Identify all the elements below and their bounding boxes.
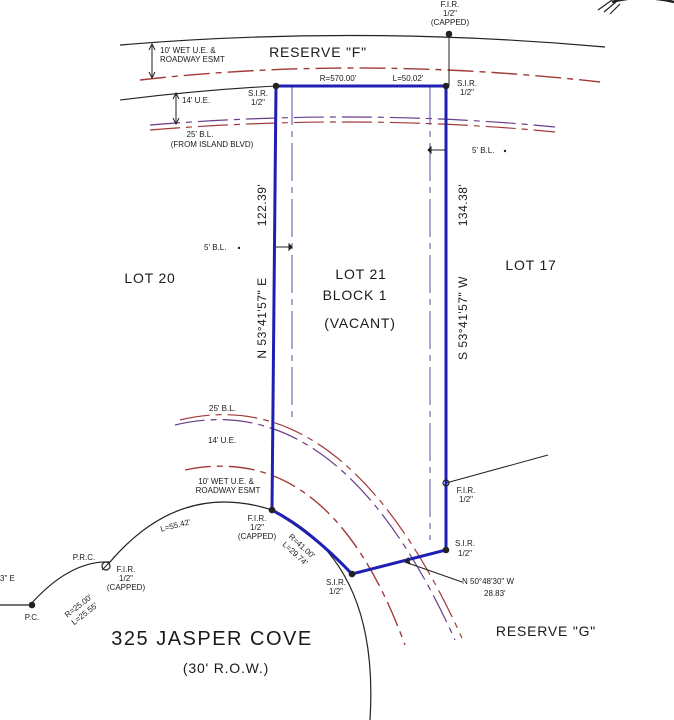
bottom-wet-ue-label: 10' WET U.E. & ROADWAY ESMT <box>196 477 261 495</box>
bottom-bl-curve-2 <box>179 414 463 639</box>
svg-text:(CAPPED): (CAPPED) <box>107 583 146 592</box>
svg-text:N 50°48'30" W: N 50°48'30" W <box>462 577 514 586</box>
bottom-ue-label: 14' U.E. <box>208 436 236 445</box>
svg-text:1/2": 1/2" <box>460 88 474 97</box>
sir-bottom-right-label: S.I.R. 1/2" <box>455 539 475 558</box>
arc-length-call: L=55.42' <box>159 517 191 533</box>
block-label: BLOCK 1 <box>323 287 388 303</box>
top-dimension-marks <box>148 42 180 126</box>
row-line-top <box>119 85 277 101</box>
right-bearing-call: S 53°41'57" W <box>456 276 470 360</box>
svg-text:25' B.L.: 25' B.L. <box>187 130 214 139</box>
right-bl-label: 5' B.L. <box>472 146 494 155</box>
setback-lines <box>291 87 431 540</box>
top-wet-ue-line <box>139 67 601 83</box>
svg-text:(CAPPED): (CAPPED) <box>238 532 277 541</box>
fir-right-leader <box>445 454 549 484</box>
sir-bottom-label: S.I.R. 1/2" <box>326 578 346 596</box>
street-row: (30' R.O.W.) <box>183 660 269 676</box>
svg-text:F.I.R.: F.I.R. <box>441 0 460 9</box>
bottom-bl-label: 25' B.L. <box>209 404 236 413</box>
svg-text:F.I.R.: F.I.R. <box>457 486 476 495</box>
svg-text:ROADWAY ESMT: ROADWAY ESMT <box>160 55 225 64</box>
svg-text:1/2": 1/2" <box>251 98 265 107</box>
svg-text:1/2": 1/2" <box>119 574 133 583</box>
svg-text:1/2": 1/2" <box>443 9 457 18</box>
svg-text:10' WET U.E. &: 10' WET U.E. & <box>160 46 216 55</box>
vacant-label: (VACANT) <box>324 315 395 331</box>
svg-text:(FROM ISLAND BLVD): (FROM ISLAND BLVD) <box>171 140 254 149</box>
lot-17-label: LOT 17 <box>505 257 556 273</box>
left-distance-call: 122.39' <box>255 184 269 227</box>
top-ue-line <box>149 116 556 128</box>
bottom-wet-ue-curve <box>184 465 406 646</box>
svg-text:F.I.R.: F.I.R. <box>248 514 267 523</box>
top-radius-call: R=570.00' <box>320 74 357 83</box>
svg-text:S.I.R.: S.I.R. <box>326 578 346 587</box>
sir-top-right-label: S.I.R. 1/2" <box>457 79 477 97</box>
svg-text:28.83': 28.83' <box>484 589 506 598</box>
top-ue-label: 14' U.E. <box>182 96 210 105</box>
top-bl-label: 25' B.L. (FROM ISLAND BLVD) <box>171 130 254 149</box>
left-bl-label: 5' B.L. <box>204 243 226 252</box>
svg-text:1/2": 1/2" <box>459 495 473 504</box>
lot-21-boundary <box>270 84 448 576</box>
street-name: 325 JASPER COVE <box>111 628 312 650</box>
north-arrow-icon <box>597 0 674 15</box>
reserve-f-label: RESERVE "F" <box>269 44 367 60</box>
svg-text:F.I.R.: F.I.R. <box>117 565 136 574</box>
fir-top-label: F.I.R. 1/2" (CAPPED) <box>431 0 470 27</box>
left-bearing-call: N 53°41'57" E <box>255 277 269 358</box>
monument-markers <box>28 30 453 609</box>
right-distance-call: 134.38' <box>456 184 470 227</box>
svg-text:10' WET U.E. &: 10' WET U.E. & <box>198 477 254 486</box>
bl-arrows <box>276 145 463 583</box>
bottom-line-call: N 50°48'30" W 28.83' <box>462 577 514 598</box>
svg-text:1/2": 1/2" <box>250 523 264 532</box>
lot-20-label: LOT 20 <box>124 270 175 286</box>
prc-label: P.R.C. <box>73 553 96 562</box>
svg-text:S.I.R.: S.I.R. <box>455 539 475 548</box>
svg-text:ROADWAY ESMT: ROADWAY ESMT <box>196 486 261 495</box>
cul-de-sac-row <box>29 501 372 720</box>
road-centerline-top <box>119 34 606 48</box>
svg-text:1/2": 1/2" <box>329 587 343 596</box>
fir-right-label: F.I.R. 1/2" <box>457 486 476 504</box>
pc-label: P.C. <box>25 613 40 622</box>
prc-curve-call: R=25.00' L=25.55' <box>63 592 100 627</box>
svg-text:S.I.R.: S.I.R. <box>457 79 477 88</box>
top-wet-ue-label: 10' WET U.E. & ROADWAY ESMT <box>160 46 225 64</box>
top-bl-line <box>149 121 556 133</box>
top-length-call: L=50.02' <box>393 74 424 83</box>
edge-fragment: 3" E <box>0 574 15 583</box>
bottom-bl-curve <box>174 418 456 641</box>
svg-text:(CAPPED): (CAPPED) <box>431 18 470 27</box>
svg-text:1/2": 1/2" <box>458 549 472 558</box>
fir-left-bottom-label: F.I.R. 1/2" (CAPPED) <box>238 514 277 541</box>
reserve-g-label: RESERVE "G" <box>496 623 596 639</box>
svg-text:S.I.R.: S.I.R. <box>248 89 268 98</box>
lot-21-label: LOT 21 <box>335 266 386 282</box>
sir-top-left-label: S.I.R. 1/2" <box>248 89 268 107</box>
fir-prc-label: F.I.R. 1/2" (CAPPED) <box>107 565 146 592</box>
